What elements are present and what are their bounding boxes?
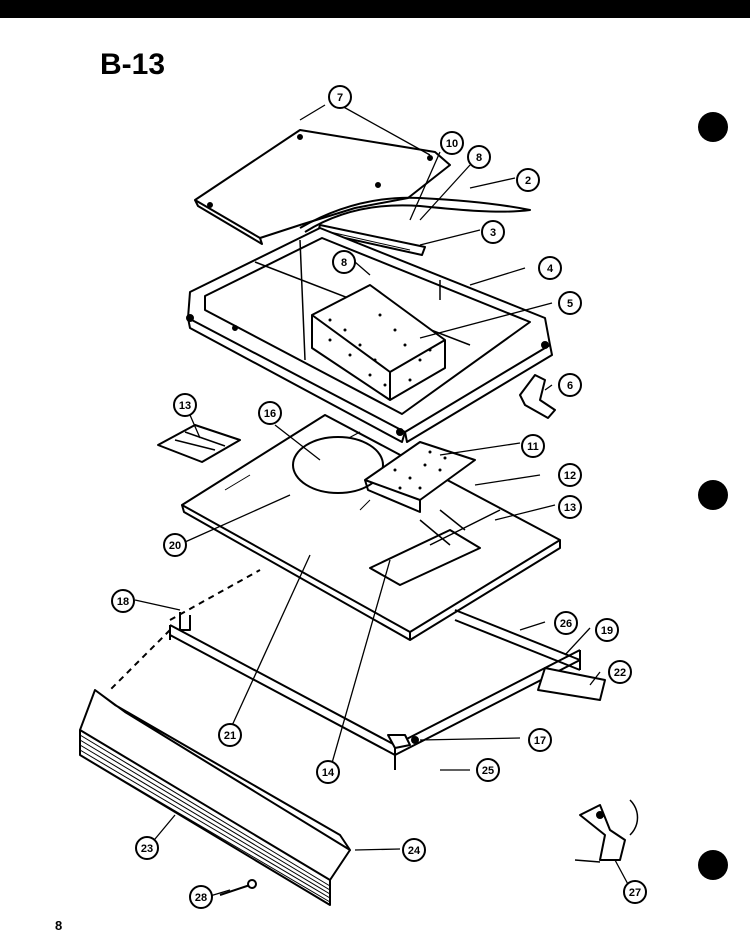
top-black-bar: [0, 0, 750, 18]
page-number: 8: [55, 918, 63, 933]
callout-23: 23: [141, 843, 153, 855]
callout-3: 3: [490, 227, 496, 239]
callout-20: 20: [169, 540, 181, 552]
insulation-block: [311, 284, 446, 401]
callout-25: 25: [482, 765, 494, 777]
lower-frame: [169, 569, 581, 770]
tube-part: [299, 196, 531, 233]
callout-21: 21: [224, 730, 236, 742]
hinge-detail: [574, 799, 639, 863]
callout-10: 10: [446, 138, 458, 150]
binder-hole-icon: [698, 850, 728, 880]
callout-24: 24: [408, 845, 421, 857]
callout-26: 26: [560, 618, 572, 630]
callout-8: 8: [341, 257, 347, 269]
callout-19: 19: [601, 625, 613, 637]
top-cover-panel: [194, 129, 451, 245]
binder-hole-icon: [698, 480, 728, 510]
front-grille: [79, 629, 351, 906]
callout-5: 5: [567, 298, 573, 310]
callout-circles: [111, 85, 647, 909]
callout-6: 6: [567, 380, 573, 392]
callout-13: 13: [179, 400, 191, 412]
dome-shield: [292, 436, 384, 494]
glass-panel: [181, 414, 561, 641]
callout-11: 11: [527, 441, 539, 453]
callout-14: 14: [322, 767, 335, 779]
callout-7: 7: [337, 92, 343, 104]
bracket-part: [519, 374, 556, 419]
callout-4: 4: [547, 263, 554, 275]
callout-12: 12: [564, 470, 576, 482]
callout-17: 17: [534, 735, 546, 747]
screw-part: [219, 884, 251, 896]
callout-13: 13: [564, 502, 576, 514]
callout-16: 16: [264, 408, 276, 420]
callout-8: 8: [476, 152, 482, 164]
callout-28: 28: [195, 892, 207, 904]
callout-18: 18: [117, 596, 129, 608]
small-bracket-left: [157, 424, 241, 463]
support-assembly: [369, 509, 501, 586]
callout-2: 2: [525, 175, 531, 187]
diagram-title: B-13: [100, 48, 166, 81]
callout-27: 27: [629, 887, 641, 899]
binder-hole-icon: [698, 112, 728, 142]
side-rail: [537, 667, 606, 701]
callout-22: 22: [614, 667, 626, 679]
insulator-pad: [364, 441, 476, 513]
